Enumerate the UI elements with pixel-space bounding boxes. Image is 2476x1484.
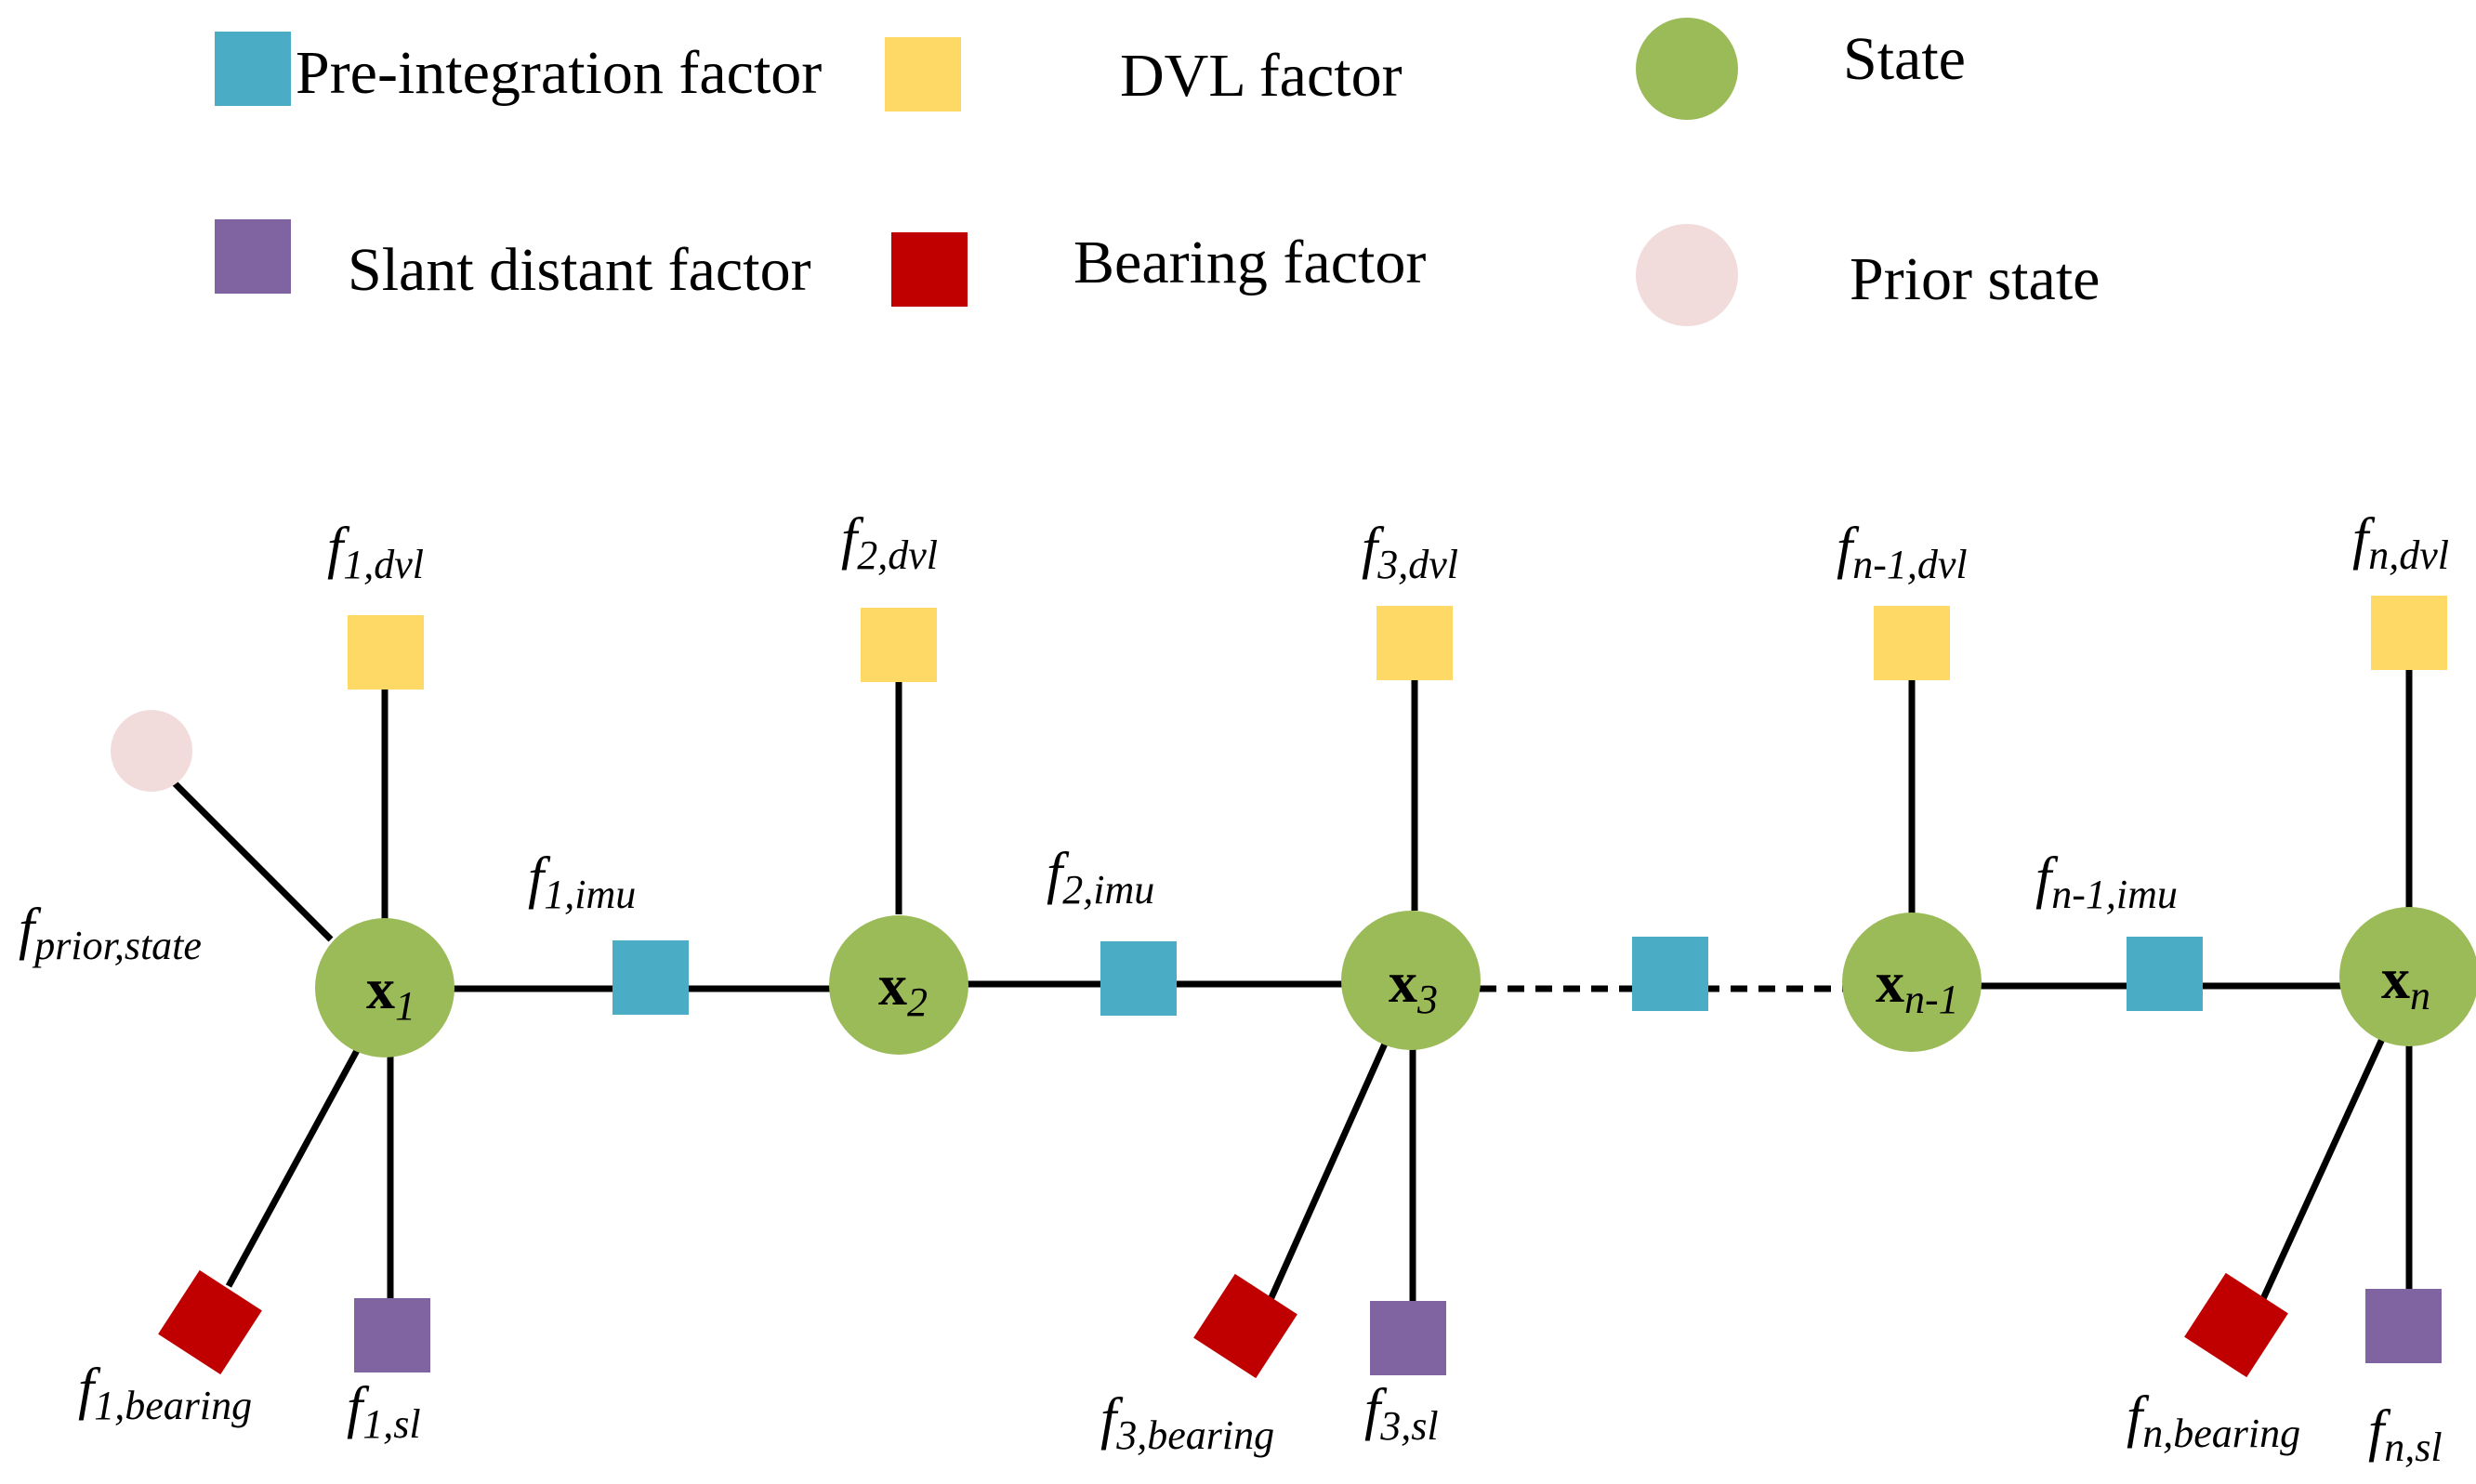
- legend: Pre-integration factor DVL factor State …: [215, 18, 2100, 326]
- slant-label-1: f1,sl: [347, 1376, 421, 1447]
- state-label-n: xn: [2381, 948, 2430, 1018]
- state-labels: x1 x2 x3 xn-1 xn: [366, 948, 2430, 1029]
- imu-label-n-1: fn-1,imu: [2035, 847, 2178, 917]
- dvl-label-n: fn,dvl: [2352, 507, 2449, 578]
- dvl-factor-2: [861, 608, 937, 682]
- legend-dvl-label: DVL factor: [1120, 42, 1403, 110]
- legend-dvl-swatch: [885, 37, 961, 112]
- dvl-labels: f1,dvl f2,dvl f3,dvl fn-1,dvl fn,dvl: [327, 507, 2449, 587]
- imu-factor-2: [1100, 941, 1177, 1016]
- legend-bearing-label: Bearing factor: [1073, 229, 1426, 296]
- imu-factor-n-1: [2127, 937, 2203, 1011]
- state-node-3: [1341, 911, 1481, 1050]
- imu-label-1: f1,imu: [528, 847, 636, 917]
- bearing-factor-n: [2184, 1272, 2288, 1378]
- bearing-label-1: f1,bearing: [78, 1358, 252, 1428]
- dvl-label-n-1: fn-1,dvl: [1837, 517, 1968, 587]
- legend-prior-label: Prior state: [1850, 245, 2100, 313]
- edges: [172, 670, 2413, 1306]
- state-node-1: [315, 918, 454, 1057]
- imu-factors: [612, 937, 2203, 1016]
- state-node-n: [2339, 907, 2476, 1046]
- edge-xn-bearing: [2258, 1027, 2390, 1305]
- slant-label-n: fn,sl: [2368, 1399, 2443, 1470]
- imu-factor-1: [612, 940, 689, 1015]
- edge-prior-x1: [172, 781, 334, 942]
- state-node-n-1: [1842, 913, 1982, 1052]
- bearing-factor-1: [158, 1269, 262, 1375]
- dvl-label-3: f3,dvl: [1362, 517, 1458, 587]
- legend-state-label: State: [1843, 25, 1966, 93]
- prior-state-node: [111, 710, 192, 792]
- slant-factor-n: [2365, 1289, 2442, 1363]
- legend-bearing-swatch: [891, 232, 968, 307]
- edge-x1-bearing: [225, 1044, 363, 1288]
- slant-factors: [354, 1289, 2442, 1375]
- bearing-label-n: fn,bearing: [2127, 1386, 2300, 1456]
- state-nodes: [315, 907, 2476, 1057]
- dvl-factor-3: [1376, 606, 1453, 680]
- state-label-n-1: xn-1: [1876, 952, 1959, 1022]
- imu-factor-3: [1632, 937, 1708, 1011]
- legend-state-swatch: [1636, 18, 1738, 120]
- dvl-factor-n-1: [1874, 606, 1950, 680]
- imu-labels: f1,imu f2,imu fn-1,imu: [528, 842, 2178, 917]
- state-label-2: x2: [878, 954, 928, 1025]
- dvl-factors: [348, 596, 2447, 689]
- slant-factor-1: [354, 1298, 430, 1372]
- dvl-factor-1: [348, 615, 424, 689]
- imu-label-2: f2,imu: [1047, 842, 1154, 913]
- dvl-label-2: f2,dvl: [841, 507, 938, 578]
- slant-label-3: f3,sl: [1364, 1378, 1439, 1449]
- bearing-factor-3: [1193, 1273, 1297, 1379]
- state-label-3: x3: [1389, 952, 1438, 1022]
- state-node-2: [829, 915, 968, 1055]
- legend-prior-swatch: [1636, 224, 1738, 326]
- legend-pre-integration-swatch: [215, 32, 291, 106]
- bearing-labels: f1,bearing f3,bearing fn,bearing: [78, 1358, 2300, 1458]
- legend-slant-label: Slant distant factor: [348, 236, 811, 304]
- legend-pre-integration-label: Pre-integration factor: [296, 39, 822, 107]
- bearing-label-3: f3,bearing: [1100, 1387, 1274, 1458]
- state-label-1: x1: [366, 958, 415, 1029]
- legend-slant-swatch: [215, 219, 291, 294]
- dvl-factor-n: [2371, 596, 2447, 670]
- dvl-label-1: f1,dvl: [327, 517, 424, 587]
- bearing-factors: [158, 1269, 2288, 1379]
- prior-label: fprior,state: [19, 898, 202, 968]
- slant-factor-3: [1370, 1301, 1446, 1375]
- edge-x3-bearing: [1265, 1031, 1393, 1306]
